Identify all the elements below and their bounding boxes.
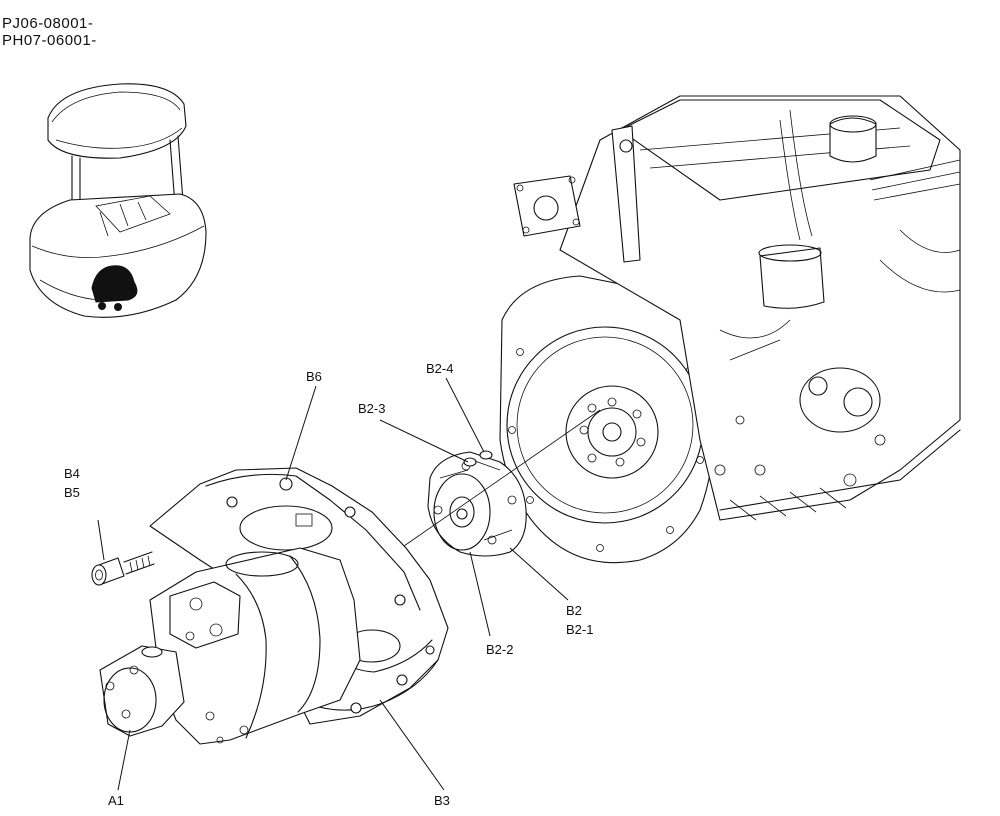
engine-assembly [499,95,961,564]
callout-b6: B6 [306,369,322,384]
leader-lines [97,377,569,791]
hydraulic-pump-a1 [99,547,361,745]
pump-location-marker [91,265,138,303]
machine-location-thumbnail [29,83,207,318]
callout-b2-2: B2-2 [486,642,513,657]
callout-a1: A1 [108,793,124,808]
callout-b2: B2 [566,603,582,618]
callout-b2-3: B2-3 [358,401,385,416]
callout-b4: B4 [64,466,80,481]
bolt-b4-b5 [91,551,155,586]
callout-b5: B5 [64,485,80,500]
shaft-centerline [403,409,601,547]
callout-b2-1: B2-1 [566,622,593,637]
callout-b2-4: B2-4 [426,361,453,376]
serial-range-2: PH07-06001- [2,32,97,49]
callout-b3: B3 [434,793,450,808]
serial-range-1: PJ06-08001- [2,15,94,32]
